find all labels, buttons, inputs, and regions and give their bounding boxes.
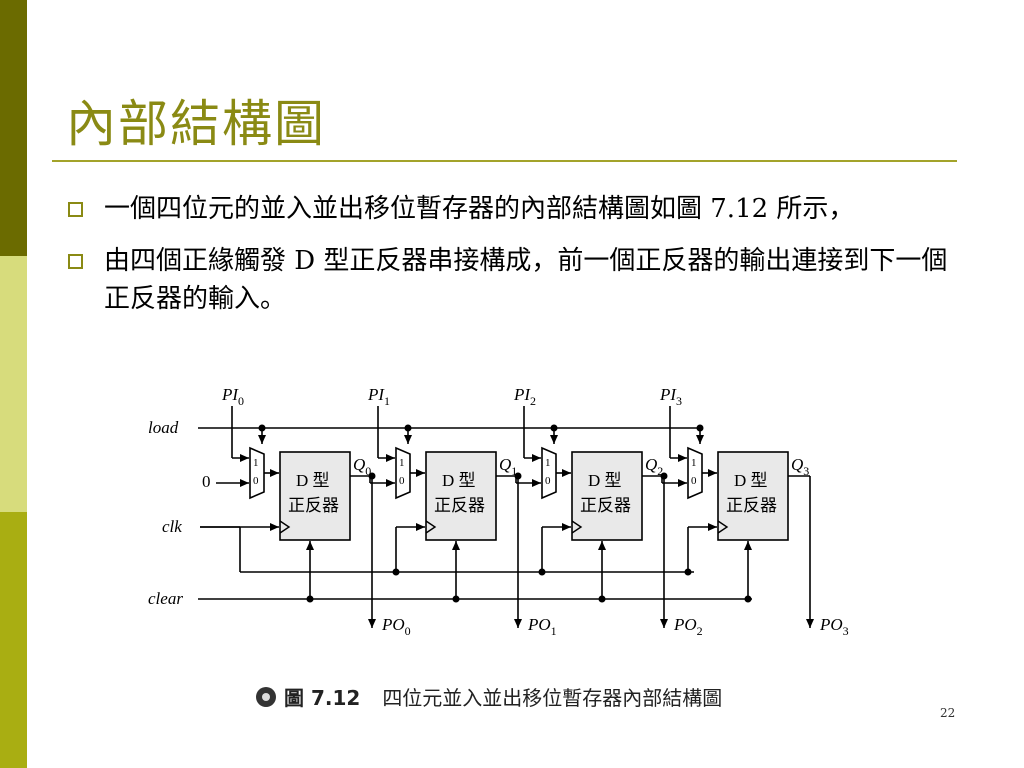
mux-label-1: 1 [253,457,259,469]
label-q: Q3 [791,455,809,478]
junction-dot [306,595,314,603]
sidebar-segment-dark [0,0,27,256]
label-q: Q1 [499,455,517,478]
flipflop-block [571,451,643,541]
caption-label: 圖 7.12 [284,686,361,710]
bullet-text: 一個四位元的並入並出移位暫存器的內部結構圖如圖 7.12 所示， [104,194,855,224]
label-pi: PI0 [221,385,244,408]
label-clear: clear [148,589,183,608]
label-q: Q0 [353,455,371,478]
label-pi: PI2 [513,385,536,408]
junction-dot [368,472,376,480]
flipflop-label-type: D 型 [588,471,622,490]
title-divider [52,160,957,162]
flipflop-label-name: 正反器 [434,496,485,515]
junction-dot [550,424,558,432]
flipflop-label-type: D 型 [734,471,768,490]
flipflop-label-name: 正反器 [726,496,777,515]
mux-label-0: 0 [691,475,697,487]
bullet-item: 由四個正緣觸發 D 型正反器串接構成，前一個正反器的輸出連接到下一個正反器的輸入… [60,242,965,318]
flipflop-label-name: 正反器 [288,496,339,515]
clock-edge-mark [571,520,583,534]
flipflop-block [279,451,351,541]
label-po: PO2 [673,615,703,638]
bullet-item: 一個四位元的並入並出移位暫存器的內部結構圖如圖 7.12 所示， [60,190,965,228]
junction-dot [392,568,400,576]
junction-dot [258,424,266,432]
label-po: PO0 [381,615,411,638]
label-zero: 0 [202,472,211,491]
sidebar-segment-mid [0,512,27,768]
clock-edge-mark [717,520,729,534]
junction-dot [696,424,704,432]
bullet-list: 一個四位元的並入並出移位暫存器的內部結構圖如圖 7.12 所示， 由四個正緣觸發… [60,190,965,332]
label-q: Q2 [645,455,663,478]
mux-block [687,446,703,500]
flipflop-block [425,451,497,541]
bullet-text: 由四個正緣觸發 D 型正反器串接構成，前一個正反器的輸出連接到下一個正反器的輸入… [104,246,948,314]
mux-block [395,446,411,500]
caption-text: 四位元並入並出移位暫存器內部結構圖 [382,686,723,710]
slide-title: 內部結構圖 [66,95,326,153]
label-po: PO3 [819,615,849,638]
junction-dot [514,472,522,480]
junction-dot [744,595,752,603]
clock-edge-mark [279,520,291,534]
junction-dot [452,595,460,603]
label-clk: clk [162,517,182,536]
label-pi: PI1 [367,385,390,408]
flipflop-block [717,451,789,541]
label-po: PO1 [527,615,557,638]
clock-edge-mark [425,520,437,534]
junction-dot [598,595,606,603]
mux-label-0: 0 [253,475,259,487]
mux-block [541,446,557,500]
junction-dot [538,568,546,576]
flipflop-label-type: D 型 [442,471,476,490]
mux-label-0: 0 [399,475,405,487]
page-number: 22 [940,706,956,720]
square-bullet-icon [68,254,83,269]
junction-dot [404,424,412,432]
figure-caption: 圖 7.12 四位元並入並出移位暫存器內部結構圖 [256,682,722,711]
flipflop-label-type: D 型 [296,471,330,490]
junction-dot [684,568,692,576]
label-pi: PI3 [659,385,682,408]
mux-label-0: 0 [545,475,551,487]
mux-label-1: 1 [399,457,405,469]
mux-label-1: 1 [691,457,697,469]
square-bullet-icon [68,202,83,217]
label-load: load [148,418,179,437]
sidebar-accent [0,0,27,768]
flipflop-label-name: 正反器 [580,496,631,515]
mux-label-1: 1 [545,457,551,469]
sidebar-segment-light [0,256,27,512]
junction-dot [660,472,668,480]
figure-icon [256,686,276,707]
mux-block [249,446,265,500]
